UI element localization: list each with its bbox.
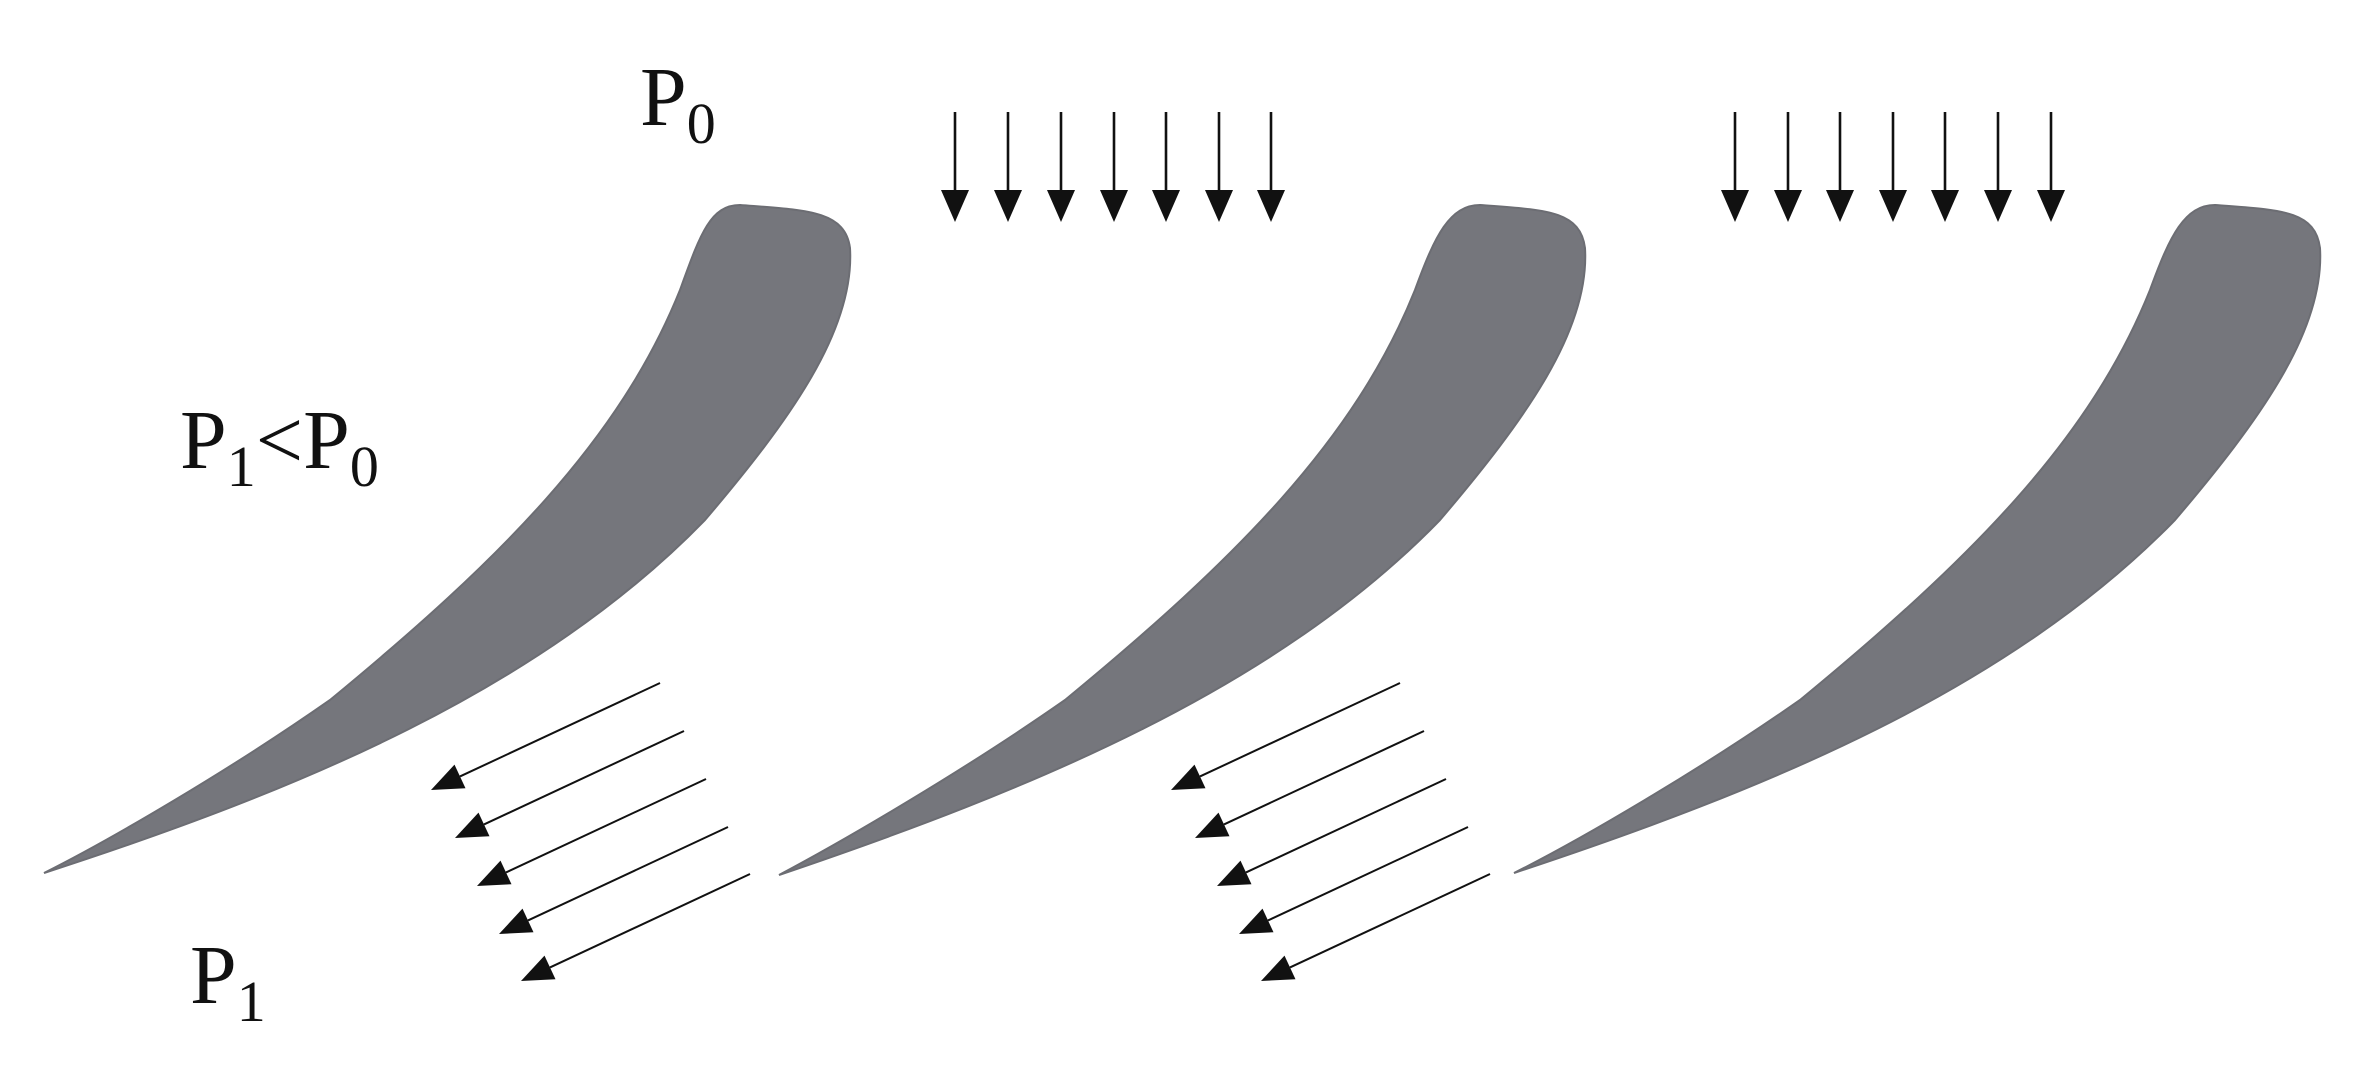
inlet-arrow-2-7-head: [2037, 190, 2065, 222]
inlet-arrow-1-1-head: [941, 190, 969, 222]
outlet-pressure-subscript: 1: [237, 969, 266, 1034]
inlet-arrow-2-2: [1774, 112, 1802, 222]
inlet-arrow-2-5-head: [1931, 190, 1959, 222]
pressure-relation-label: P1<P0: [180, 394, 379, 499]
outlet-arrow-2-1: [1171, 682, 1401, 790]
outlet-flow-arrows: [431, 682, 1491, 981]
outlet-arrow-2-4: [1239, 826, 1469, 934]
inlet-arrow-1-3: [1047, 112, 1075, 222]
inlet-arrow-2-6: [1984, 112, 2012, 222]
inlet-arrow-1-3-head: [1047, 190, 1075, 222]
relation-left-subscript: 1: [227, 434, 256, 499]
inlet-arrow-1-5-head: [1152, 190, 1180, 222]
outlet-arrow-2-4-head: [1239, 908, 1274, 934]
outlet-arrow-1-4: [499, 826, 729, 934]
outlet-arrow-1-1: [431, 682, 661, 790]
outlet-arrow-1-3-shaft: [505, 778, 707, 874]
outlet-arrow-1-2-shaft: [483, 730, 685, 826]
outlet-arrow-1-4-shaft: [527, 826, 729, 922]
inlet-pressure-symbol: P: [640, 51, 687, 144]
outlet-arrow-2-5-shaft: [1289, 873, 1491, 969]
relation-right-symbol: P: [303, 394, 350, 487]
outlet-arrow-2-2-head: [1195, 812, 1230, 838]
inlet-arrow-2-4-head: [1879, 190, 1907, 222]
outlet-arrow-2-2: [1195, 730, 1425, 838]
relation-operator: <: [256, 394, 303, 487]
relation-right-subscript: 0: [350, 434, 379, 499]
blade-row: [43, 203, 2322, 876]
inlet-arrow-1-5: [1152, 112, 1180, 222]
inlet-arrow-1-6-head: [1205, 190, 1233, 222]
outlet-arrow-1-2-head: [455, 812, 490, 838]
outlet-arrow-2-5: [1261, 873, 1491, 981]
outlet-arrow-2-2-shaft: [1223, 730, 1425, 826]
inlet-arrow-1-7-head: [1257, 190, 1285, 222]
outlet-arrow-1-4-head: [499, 908, 534, 934]
outlet-arrow-2-1-shaft: [1199, 682, 1401, 778]
inlet-pressure-label: P0: [640, 51, 716, 156]
inlet-arrow-1-4-head: [1100, 190, 1128, 222]
outlet-arrow-2-3-head: [1217, 860, 1252, 886]
inlet-arrow-2-4: [1879, 112, 1907, 222]
outlet-arrow-1-1-head: [431, 764, 466, 790]
inlet-arrow-2-3-head: [1826, 190, 1854, 222]
outlet-arrow-2-1-head: [1171, 764, 1206, 790]
inlet-arrow-2-1: [1721, 112, 1749, 222]
inlet-arrow-2-1-head: [1721, 190, 1749, 222]
inlet-arrow-1-2: [994, 112, 1022, 222]
turbine-blade-3: [1513, 203, 2322, 874]
outlet-arrow-2-4-shaft: [1267, 826, 1469, 922]
outlet-arrow-1-3: [477, 778, 707, 886]
relation-left-symbol: P: [180, 394, 227, 487]
inlet-arrow-2-7: [2037, 112, 2065, 222]
inlet-arrow-1-4: [1100, 112, 1128, 222]
outlet-arrow-2-5-head: [1261, 955, 1296, 981]
inlet-arrow-2-3: [1826, 112, 1854, 222]
inlet-arrow-1-6: [1205, 112, 1233, 222]
outlet-arrow-1-5-head: [521, 955, 556, 981]
outlet-arrow-2-3: [1217, 778, 1447, 886]
inlet-flow-arrows: [941, 112, 2065, 222]
outlet-arrow-1-5: [521, 873, 751, 981]
outlet-pressure-label: P1: [190, 929, 266, 1034]
turbine-blade-2: [778, 203, 1587, 876]
outlet-arrow-2-3-shaft: [1245, 778, 1447, 874]
inlet-arrow-2-6-head: [1984, 190, 2012, 222]
inlet-arrow-2-5: [1931, 112, 1959, 222]
inlet-arrow-2-2-head: [1774, 190, 1802, 222]
turbine-blade-1: [43, 203, 852, 874]
outlet-arrow-1-2: [455, 730, 685, 838]
inlet-arrow-1-1: [941, 112, 969, 222]
outlet-arrow-1-5-shaft: [549, 873, 751, 969]
inlet-arrow-1-7: [1257, 112, 1285, 222]
outlet-arrow-1-3-head: [477, 860, 512, 886]
outlet-arrow-1-1-shaft: [459, 682, 661, 778]
inlet-pressure-subscript: 0: [687, 91, 716, 156]
inlet-arrow-1-2-head: [994, 190, 1022, 222]
outlet-pressure-symbol: P: [190, 929, 237, 1022]
